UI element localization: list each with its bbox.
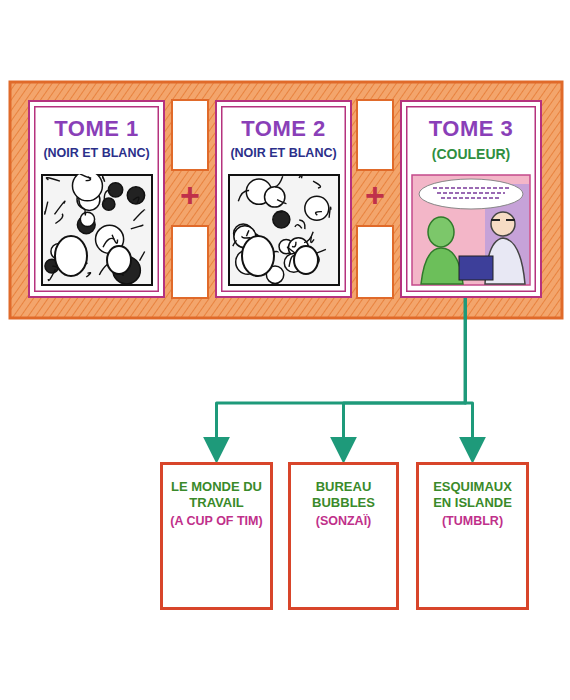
- ink-stroke: [139, 251, 144, 260]
- ink-stroke: [294, 225, 301, 229]
- ink-stroke: [133, 210, 144, 221]
- ink-stroke: [48, 269, 55, 280]
- branch-arrow: [217, 298, 466, 461]
- ink-stroke: [298, 175, 301, 178]
- box-subtitle: (COULEUR): [432, 146, 511, 163]
- box-title: TOME 3: [429, 116, 514, 142]
- ink-stroke: [304, 232, 313, 243]
- ink-figure: [55, 236, 87, 276]
- volume-box: TOME 3 (COULEUR): [400, 100, 542, 298]
- plus-sign: +: [365, 178, 385, 212]
- ink-stroke: [287, 247, 295, 253]
- cover-illustration: [228, 174, 340, 286]
- band-gap: [357, 100, 393, 170]
- ink-stroke: [299, 220, 305, 229]
- ink-stroke: [329, 207, 331, 218]
- volume-box: TOME 1 (NOIR ET BLANC): [28, 100, 165, 298]
- ink-stroke: [86, 273, 90, 277]
- speech-bubble: [419, 179, 523, 209]
- volume-box: TOME 2 (NOIR ET BLANC): [215, 100, 352, 298]
- box-subtitle: (SONZAÏ): [316, 514, 372, 529]
- publication-box: BUREAU BUBBLES (SONZAÏ): [288, 462, 399, 610]
- box-title: TOME 2: [241, 116, 326, 142]
- ink-stroke: [104, 190, 110, 201]
- ink-stroke: [246, 231, 248, 237]
- ink-stroke: [46, 178, 60, 181]
- glasses: [491, 219, 515, 221]
- box-title: LE MONDE DU TRAVAIL: [169, 479, 264, 510]
- ink-stroke: [55, 214, 62, 224]
- ink-stroke: [54, 201, 64, 214]
- ink-stroke: [313, 181, 320, 188]
- band-gap: [172, 100, 208, 170]
- cover-illustration: [41, 174, 153, 286]
- ink-drawing: [232, 175, 330, 284]
- band-frame: [10, 82, 562, 318]
- band-gap: [172, 226, 208, 298]
- panel-frame: [229, 175, 339, 285]
- ink-drawing: [44, 174, 144, 284]
- ink-stroke: [102, 176, 104, 181]
- ink-stroke: [275, 176, 283, 186]
- ink-stroke: [85, 177, 90, 181]
- branch-arrow: [344, 298, 466, 461]
- publication-box: ESQUIMAUX EN ISLANDE (TUMBLR): [416, 462, 529, 610]
- bubble-scribble: [433, 187, 509, 188]
- ink-stroke: [133, 197, 139, 204]
- ink-face: [304, 196, 328, 220]
- ink-stroke: [84, 209, 86, 215]
- orange-band: [10, 82, 562, 318]
- ink-stroke: [277, 200, 286, 204]
- branch-arrow: [465, 298, 472, 461]
- ink-figure: [242, 236, 274, 276]
- ink-stroke: [130, 225, 142, 229]
- box-title: TOME 1: [54, 116, 139, 142]
- ink-stroke: [275, 211, 282, 212]
- ink-figure: [107, 246, 131, 274]
- ink-stroke: [103, 238, 114, 247]
- ink-face: [272, 211, 289, 228]
- ink-face: [127, 187, 144, 204]
- ink-stroke: [315, 212, 321, 215]
- band-gap: [357, 226, 393, 298]
- box-subtitle: (NOIR ET BLANC): [230, 146, 336, 161]
- green-figure-body: [421, 248, 463, 284]
- bubble-scribble: [441, 197, 501, 198]
- box-title: BUREAU BUBBLES: [297, 479, 390, 510]
- ink-stroke: [238, 191, 249, 202]
- desk-item: [459, 256, 493, 280]
- ink-stroke: [232, 241, 236, 246]
- ink-face: [80, 212, 94, 226]
- ink-face: [264, 187, 284, 207]
- ink-stroke: [292, 242, 296, 247]
- publication-box: LE MONDE DU TRAVAIL (A CUP OF TIM): [160, 462, 273, 610]
- green-figure-head: [428, 217, 454, 247]
- ink-face: [108, 183, 122, 197]
- plus-sign: +: [180, 178, 200, 212]
- bubble-scribble: [437, 192, 505, 193]
- cover-illustration: [411, 174, 531, 286]
- connector-layer: [217, 298, 473, 461]
- ink-figure: [294, 246, 318, 274]
- box-subtitle: (NOIR ET BLANC): [43, 146, 149, 161]
- ink-stroke: [44, 202, 47, 214]
- panel-ground: [412, 175, 530, 285]
- ink-stroke: [242, 236, 250, 238]
- man-head: [491, 212, 515, 236]
- ink-face: [72, 174, 102, 201]
- box-subtitle: (TUMBLR): [442, 514, 503, 529]
- box-subtitle: (A CUP OF TIM): [170, 514, 262, 529]
- box-title: ESQUIMAUX EN ISLANDE: [425, 479, 520, 510]
